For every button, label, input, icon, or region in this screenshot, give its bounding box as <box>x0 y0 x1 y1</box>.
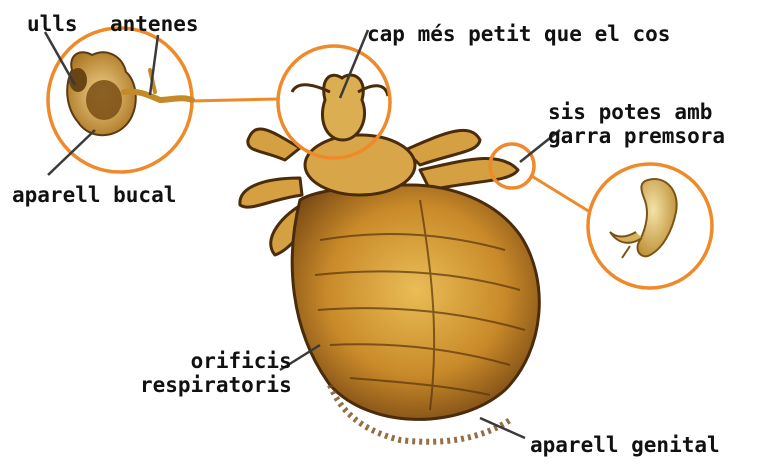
label-mouthparts: aparell bucal <box>12 183 176 207</box>
label-head: cap més petit que el cos <box>367 22 670 46</box>
louse-head <box>292 75 388 140</box>
label-legs: sis potes amb garra premsora <box>548 100 725 148</box>
label-antennae: antenes <box>110 12 199 36</box>
label-spiracles: orificis respiratoris <box>140 349 292 397</box>
label-eyes: ulls <box>27 12 78 36</box>
label-spiracles-line1: orificis <box>140 349 292 373</box>
leader-genital <box>480 418 525 438</box>
label-legs-line1: sis potes amb <box>548 100 725 124</box>
label-genital: aparell genital <box>530 433 720 457</box>
label-legs-line2: garra premsora <box>548 124 725 148</box>
callout-connector-claw <box>530 175 590 212</box>
callout-connector-head <box>190 99 278 101</box>
mouthparts-detail <box>86 80 122 120</box>
label-spiracles-line2: respiratoris <box>140 373 292 397</box>
louse-thorax <box>305 135 415 195</box>
